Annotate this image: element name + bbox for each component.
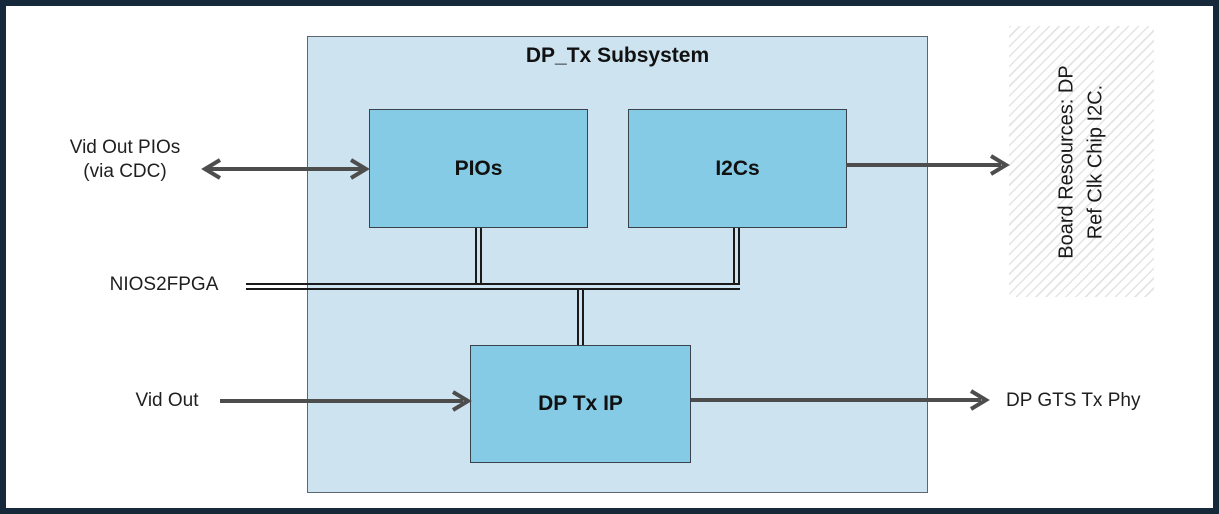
board-resources-hatch: Board Resources: DP Ref Clk Chip I2C.: [1009, 26, 1154, 297]
dp-tx-ip-block-label: DP Tx IP: [538, 392, 623, 415]
pios-block: PIOs: [369, 109, 588, 228]
board-resources-label-line1: Board Resources: DP: [1055, 64, 1078, 259]
pios-bus-vertical: [475, 228, 482, 284]
subsystem-title: DP_Tx Subsystem: [525, 44, 710, 67]
vid-out-label: Vid Out: [135, 390, 199, 411]
dp-tx-ip-block: DP Tx IP: [470, 345, 691, 463]
board-resources-label: Board Resources: DP Ref Clk Chip I2C.: [1053, 65, 1111, 258]
board-resources-label-line2: Ref Clk Chip I2C.: [1084, 84, 1107, 239]
i2cs-bus-vertical: [733, 228, 740, 285]
dp-tx-ip-bus-vertical: [577, 288, 584, 345]
nios2fpga-bus-horizontal: [246, 283, 740, 290]
i2cs-block-label: I2Cs: [715, 156, 760, 180]
vid-out-pios-label-line2: (via CDC): [83, 161, 167, 183]
vid-out-pios-label: Vid Out PIOs (via CDC): [38, 136, 212, 185]
dp-gts-tx-phy-label: DP GTS Tx Phy: [1006, 390, 1141, 411]
vid-out-pios-label-line1: Vid Out PIOs: [69, 137, 181, 158]
i2cs-block: I2Cs: [628, 109, 847, 228]
pios-block-label: PIOs: [454, 156, 503, 180]
nios2fpga-label: NIOS2FPGA: [109, 274, 219, 295]
